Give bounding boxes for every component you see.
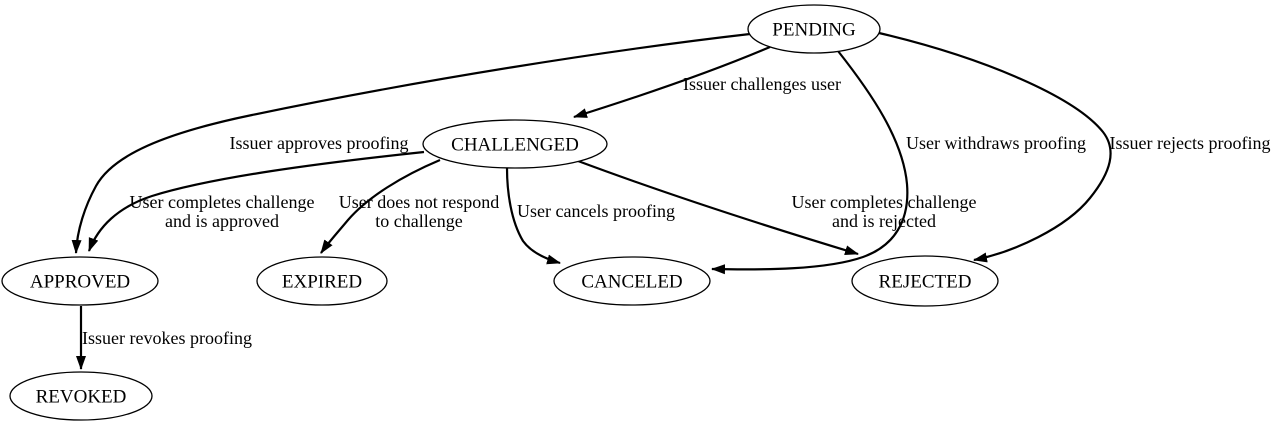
- node-label-challenged: CHALLENGED: [451, 135, 579, 156]
- edge-pending-canceled: [711, 50, 909, 275]
- edge-pending-approved: [71, 32, 751, 254]
- edge-pending-challenged: [573, 45, 771, 119]
- edge-challenged-canceled: [505, 167, 561, 265]
- edge-challenged-approved: [87, 150, 425, 252]
- edge-label-text: User completes challenge: [130, 192, 315, 212]
- node-ellipse-challenged: [422, 119, 608, 169]
- edge-label-pending-rejected: Issuer rejects proofing: [1110, 133, 1271, 153]
- node-expired: EXPIRED: [256, 256, 388, 306]
- node-ellipse-approved: [1, 256, 159, 306]
- edge-label-text: User completes challenge: [792, 192, 977, 212]
- node-canceled: CANCELED: [553, 256, 711, 306]
- edge-label-pending-challenged: Issuer challenges user: [683, 74, 841, 94]
- node-ellipse-rejected: [851, 255, 999, 307]
- edge-label-text: Issuer challenges user: [683, 74, 841, 94]
- node-approved: APPROVED: [1, 256, 159, 306]
- edge-challenged-rejected: [577, 159, 859, 256]
- edge-line-challenged-rejected: [577, 159, 859, 256]
- node-rejected: REJECTED: [851, 255, 999, 307]
- node-revoked: REVOKED: [9, 371, 153, 421]
- edge-label-text: Issuer rejects proofing: [1110, 133, 1271, 153]
- node-ellipse-expired: [256, 256, 388, 306]
- edge-label-challenged-canceled: User cancels proofing: [517, 201, 675, 221]
- edge-label-text: User does not respond: [339, 192, 499, 212]
- node-challenged: CHALLENGED: [422, 119, 608, 169]
- edge-label-pending-canceled: User withdraws proofing: [906, 133, 1086, 153]
- node-label-expired: EXPIRED: [282, 272, 362, 293]
- edge-line-pending-canceled: [711, 50, 909, 275]
- node-ellipse-revoked: [9, 371, 153, 421]
- edge-challenged-expired: [320, 158, 441, 254]
- node-ellipse-pending: [747, 4, 881, 54]
- edge-label-text: and is approved: [165, 211, 279, 231]
- edge-line-pending-rejected: [878, 31, 1112, 263]
- node-label-canceled: CANCELED: [581, 272, 682, 293]
- node-label-revoked: REVOKED: [36, 387, 127, 408]
- edge-label-text: Issuer approves proofing: [230, 133, 409, 153]
- edge-pending-rejected: [878, 31, 1112, 263]
- edge-line-challenged-canceled: [505, 167, 561, 265]
- edge-label-text: User cancels proofing: [517, 201, 675, 221]
- edge-label-text: User withdraws proofing: [906, 133, 1086, 153]
- edge-line-pending-challenged: [573, 45, 771, 119]
- node-label-approved: APPROVED: [30, 272, 130, 293]
- edge-line-pending-approved: [71, 32, 751, 254]
- edge-label-text: Issuer revokes proofing: [82, 328, 252, 348]
- edge-label-approved-revoked: Issuer revokes proofing: [82, 328, 252, 348]
- edge-label-pending-approved: Issuer approves proofing: [230, 133, 409, 153]
- node-ellipse-canceled: [553, 256, 711, 306]
- node-label-rejected: REJECTED: [879, 272, 972, 293]
- node-pending: PENDING: [747, 4, 881, 54]
- edge-label-text: and is rejected: [832, 211, 936, 231]
- edge-line-challenged-expired: [320, 158, 441, 254]
- edge-label-text: to challenge: [375, 211, 462, 231]
- edge-line-challenged-approved: [87, 150, 425, 252]
- node-label-pending: PENDING: [772, 20, 856, 41]
